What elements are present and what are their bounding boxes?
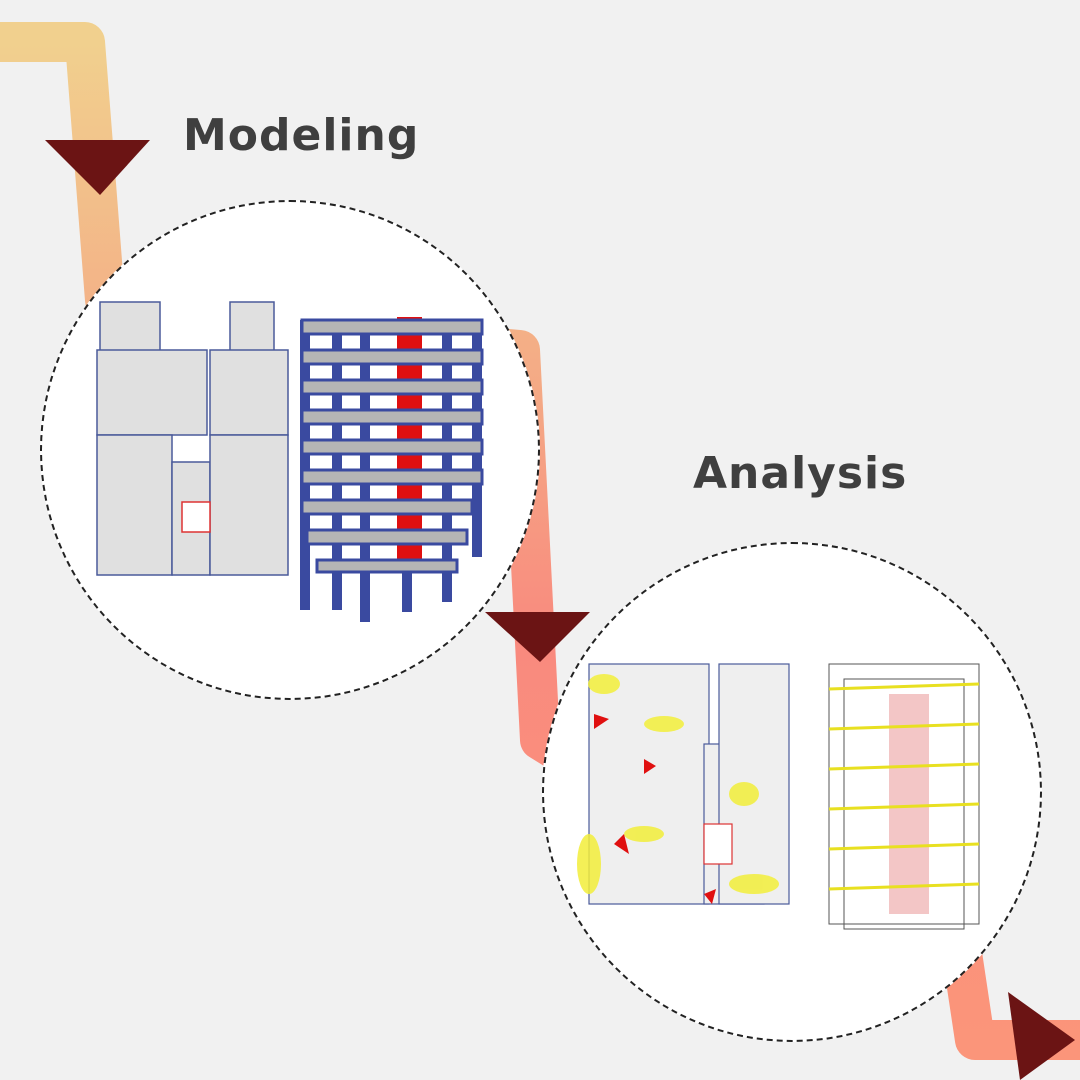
step-title-modeling: Modeling bbox=[183, 110, 420, 161]
modeling-circle bbox=[40, 200, 540, 700]
analysis-circle bbox=[542, 542, 1042, 1042]
building-3d bbox=[300, 317, 484, 622]
arrow-down-icon bbox=[45, 140, 150, 195]
arrow-down-icon bbox=[485, 612, 590, 662]
step-title-analysis: Analysis bbox=[693, 448, 908, 499]
moment-diagram-plan bbox=[588, 663, 790, 905]
modeling-illustration bbox=[96, 301, 484, 622]
floor-plan bbox=[96, 301, 289, 576]
analysis-illustration bbox=[577, 663, 980, 930]
arrow-right-icon bbox=[1008, 992, 1075, 1080]
